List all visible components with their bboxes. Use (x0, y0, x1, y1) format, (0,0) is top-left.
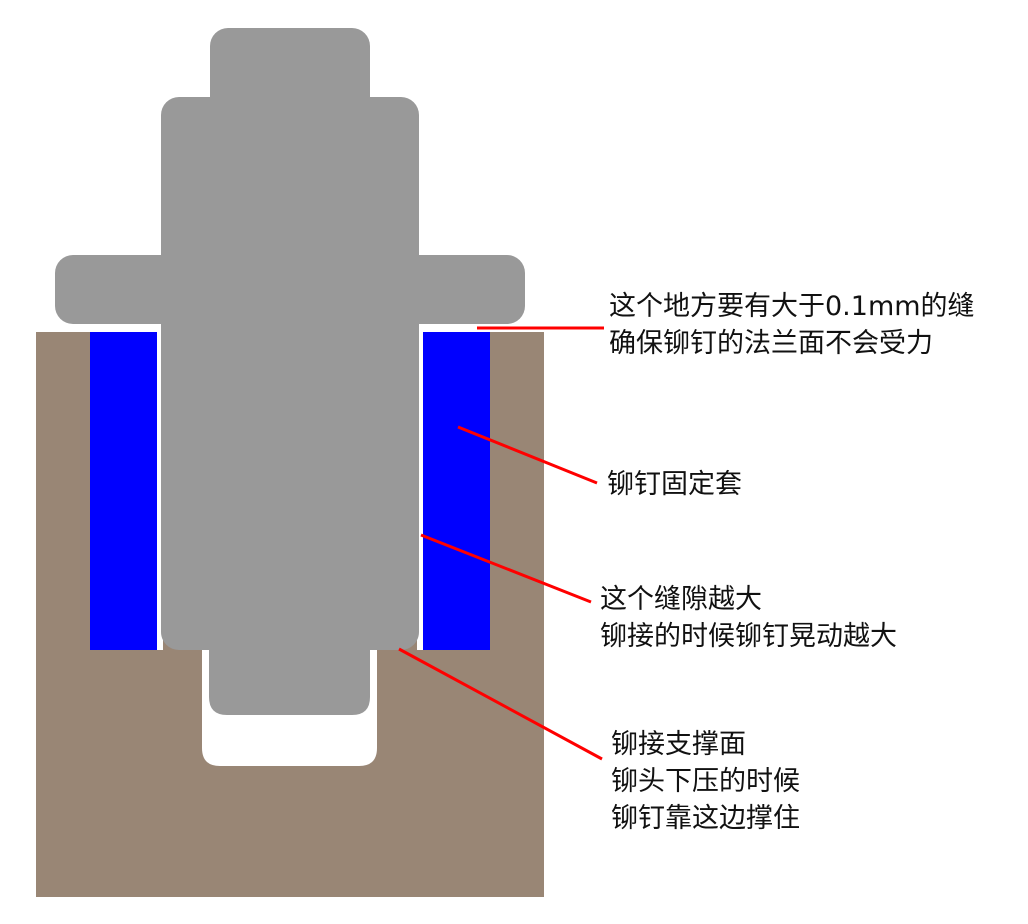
leader-lines (398, 326, 604, 761)
label-line: 确保铆钉的法兰面不会受力 (609, 328, 933, 359)
label-line: 这个缝隙越大 (600, 584, 762, 615)
label-line: 铆头下压的时候 (611, 766, 800, 797)
label-line: 铆接的时候铆钉晃动越大 (600, 621, 897, 652)
leader-support-surface (398, 647, 603, 761)
rivet-flange (55, 255, 525, 324)
rivet (55, 28, 525, 715)
sleeve-right (423, 332, 490, 650)
rivet-tail (209, 630, 370, 715)
rivet-top-cap (210, 28, 370, 118)
label-flange-gap: 这个地方要有大于0.1mm的缝 确保铆钉的法兰面不会受力 (609, 288, 975, 362)
sleeve-left (90, 332, 157, 650)
label-fixing-sleeve: 铆钉固定套 (607, 466, 742, 503)
right-clearance-gap (417, 332, 423, 650)
label-line: 铆钉固定套 (607, 469, 742, 500)
label-support-surface: 铆接支撑面 铆头下压的时候 铆钉靠这边撑住 (611, 726, 800, 837)
leader-fixing-sleeve (457, 425, 598, 485)
label-side-clearance: 这个缝隙越大 铆接的时候铆钉晃动越大 (600, 581, 897, 655)
label-line: 铆接支撑面 (611, 729, 746, 760)
label-line: 这个地方要有大于0.1mm的缝 (609, 291, 975, 322)
label-line: 铆钉靠这边撑住 (611, 803, 800, 834)
leader-side-clearance (420, 533, 592, 604)
left-clearance-gap (157, 332, 163, 650)
rivet-body (161, 97, 419, 650)
